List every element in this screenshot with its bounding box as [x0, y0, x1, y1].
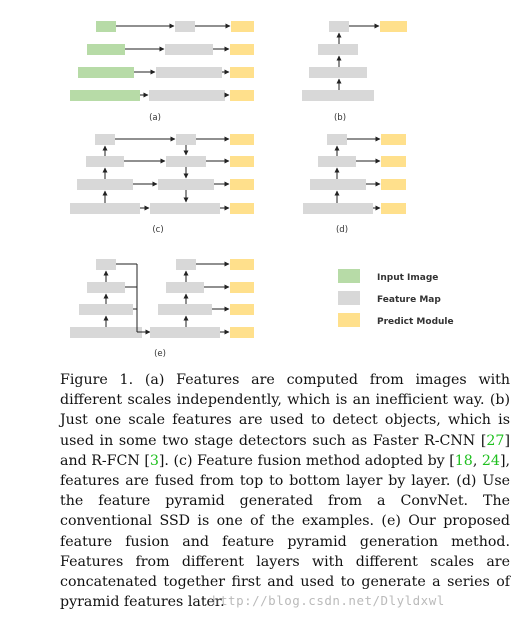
- feature-map-block: [310, 179, 366, 190]
- predict-module-block: [231, 21, 254, 32]
- citation-link[interactable]: 24: [481, 452, 500, 469]
- feature-map-block: [77, 179, 133, 190]
- feature-map-block: [166, 156, 206, 167]
- feature-map-block: [176, 259, 196, 270]
- citation-link[interactable]: 3: [149, 452, 159, 469]
- predict-module-block: [230, 203, 254, 214]
- feature-map-block: [96, 259, 116, 270]
- panel-label-d: (d): [336, 225, 348, 235]
- legend-label-input: Input Image: [377, 273, 438, 283]
- legend-label-feature: Feature Map: [377, 295, 441, 305]
- input-image-block: [78, 67, 134, 78]
- feature-map-block: [309, 67, 367, 78]
- feature-map-block: [86, 156, 124, 167]
- legend-swatch-predict: [338, 313, 360, 327]
- feature-map-block: [176, 134, 196, 145]
- feature-map-block: [79, 304, 133, 315]
- figure-diagram: (a) (b) (c) (d) (e) Input Image Feature …: [70, 21, 454, 359]
- predict-module-block: [230, 44, 254, 55]
- caption-text-2: ] and R-FCN [: [60, 432, 510, 469]
- input-image-block: [87, 44, 125, 55]
- predict-module-block: [230, 327, 254, 338]
- feature-map-block: [302, 90, 374, 101]
- feature-map-block: [158, 179, 214, 190]
- caption-text-5: ], features are fused from top to bottom…: [60, 452, 510, 611]
- predict-module-block: [230, 259, 254, 270]
- input-image-block: [96, 21, 116, 32]
- feature-map-block: [303, 203, 373, 214]
- predict-module-block: [381, 134, 406, 145]
- feature-map-block: [149, 90, 225, 101]
- feature-map-block: [318, 44, 358, 55]
- predict-module-block: [230, 90, 254, 101]
- predict-module-block: [230, 134, 254, 145]
- feature-map-block: [166, 282, 204, 293]
- figure-caption: Figure 1. (a) Features are computed from…: [60, 370, 510, 612]
- panel-label-a: (a): [149, 113, 161, 123]
- feature-map-block: [95, 134, 115, 145]
- caption-text-1: Figure 1. (a) Features are computed from…: [60, 372, 510, 449]
- feature-map-block: [158, 304, 212, 315]
- feature-map-block: [150, 203, 220, 214]
- panel-label-b: (b): [334, 113, 346, 123]
- predict-module-block: [230, 179, 254, 190]
- feature-map-block: [327, 134, 347, 145]
- feature-map-block: [329, 21, 349, 32]
- feature-map-block: [150, 327, 220, 338]
- citation-link[interactable]: 18: [454, 452, 473, 469]
- citation-link[interactable]: 27: [486, 432, 505, 449]
- input-image-block: [70, 90, 140, 101]
- panel-label-c: (c): [152, 225, 163, 235]
- predict-module-block: [381, 156, 406, 167]
- predict-module-block: [381, 179, 406, 190]
- caption-text-3: ]. (c) Feature fusion method adopted by …: [158, 452, 455, 469]
- predict-module-block: [380, 21, 407, 32]
- legend-swatch-feature: [338, 291, 360, 305]
- feature-map-block: [70, 203, 140, 214]
- feature-map-block: [318, 156, 356, 167]
- watermark-text: http://blog.csdn.net/Dlyldxwl: [212, 593, 445, 608]
- predict-module-block: [230, 282, 254, 293]
- predict-module-block: [230, 304, 254, 315]
- predict-module-block: [230, 156, 254, 167]
- feature-map-block: [70, 327, 142, 338]
- panel-label-e: (e): [154, 349, 166, 359]
- feature-map-block: [175, 21, 195, 32]
- feature-map-block: [156, 67, 222, 78]
- legend-swatch-input: [338, 269, 360, 283]
- predict-module-block: [381, 203, 406, 214]
- caption-text-4: ,: [472, 452, 482, 469]
- feature-map-block: [87, 282, 125, 293]
- predict-module-block: [230, 67, 254, 78]
- legend-label-predict: Predict Module: [377, 317, 454, 327]
- feature-map-block: [165, 44, 213, 55]
